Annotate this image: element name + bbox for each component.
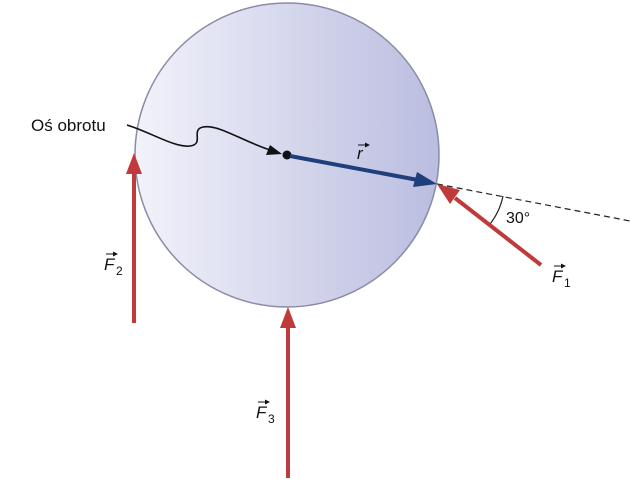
force-f2-arrowhead [126, 153, 142, 174]
force-f1-subscript: 1 [564, 276, 571, 290]
rotation-axis-dot [282, 150, 292, 160]
radius-vector-arrowhead [413, 172, 437, 187]
force-f1-arrow [453, 196, 543, 267]
force-f3-subscript: 3 [268, 412, 275, 426]
angle-arc [489, 195, 504, 225]
radius-vector [289, 154, 419, 182]
force-f3-arrowhead [280, 307, 296, 328]
force-f2-subscript: 2 [116, 264, 123, 278]
force-f3-label-vector-arrow [258, 399, 270, 405]
force-f1-label-vector-arrow [554, 263, 566, 269]
axis-pointer-arrowhead [266, 145, 282, 155]
axis-pointer-curve [126, 124, 271, 151]
dashed-extension-line [436, 183, 630, 222]
radius-label: r [357, 144, 364, 163]
force-f1-arrowhead [437, 184, 460, 204]
axis-label: Oś obrotu [31, 116, 106, 135]
force-f3-label: F [256, 403, 268, 422]
force-f2-label: F [104, 255, 116, 274]
force-f2-label-vector-arrow [106, 251, 118, 257]
angle-label: 30° [506, 210, 530, 227]
force-f1-label: F [552, 267, 564, 286]
radius-label-vector-arrow [358, 142, 370, 148]
